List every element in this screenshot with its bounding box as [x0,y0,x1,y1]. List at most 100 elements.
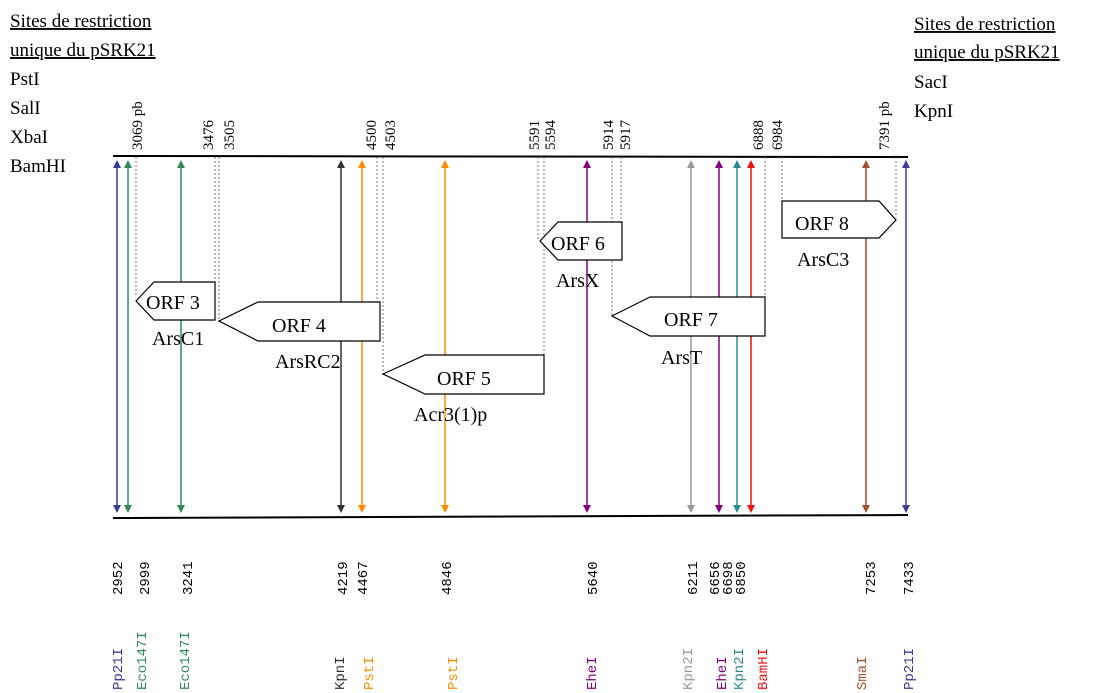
restriction-site-arrowhead-top [862,160,870,168]
restriction-site-position: 5640 [586,561,602,595]
top-position-label: 4500 [364,120,380,150]
restriction-enzyme-label: SmaI [855,656,871,690]
restriction-site-arrowhead-top [687,160,695,168]
restriction-site-arrowhead-top [337,160,345,168]
restriction-site-arrowhead-top [113,160,121,168]
restriction-enzyme-label: PstI [446,656,462,690]
restriction-site-arrowhead-top [358,160,366,168]
restriction-site-arrowhead-bottom [358,505,366,513]
restriction-site-arrowhead-top [733,160,741,168]
top-position-label: 5594 [543,120,559,151]
restriction-site-position: 6850 [734,561,750,595]
restriction-site-position: 7253 [864,561,880,595]
restriction-site-position: 4846 [440,561,456,595]
right-legend-site: SacI [914,72,948,93]
restriction-site-arrowhead-top [902,160,910,168]
restriction-enzyme-label: KpnI [333,656,349,690]
top-position-label: 4503 [383,120,399,150]
right-legend-site: KpnI [914,101,953,122]
orf-labels: ORF 3 ArsC1 ORF 4 ArsRC2 ORF 5 Acr3(1)p … [146,213,849,426]
restriction-enzyme-label: Kpn2I [681,648,697,690]
restriction-enzyme-label: EheI [585,656,601,690]
orf-4-product: ArsRC2 [275,351,341,373]
orf-3-product: ArsC1 [152,328,204,350]
restriction-site-arrowhead-top [583,160,591,168]
restriction-site-arrowhead-bottom [902,505,910,513]
top-position-label: 3069 pb [130,101,146,150]
restriction-site-arrowhead-top [441,160,449,168]
restriction-site-arrowhead-bottom [583,505,591,513]
restriction-site-arrowhead-top [177,160,185,168]
restriction-enzyme-label: Eco147I [178,631,194,690]
restriction-site-arrowhead-bottom [177,505,185,513]
orf-8-label: ORF 8 [795,213,849,235]
left-legend: Sites de restriction unique du pSRK21 Ps… [10,11,156,177]
restriction-enzyme-label: Pp21I [111,648,127,690]
restriction-site-position: 4467 [356,561,372,595]
left-legend-site: SalI [10,98,41,119]
orf-7-product: ArsT [661,347,702,369]
restriction-site-arrowhead-bottom [337,505,345,513]
restriction-site-arrowhead-bottom [113,505,121,513]
restriction-enzyme-label: Eco147I [135,631,151,690]
restriction-enzyme-label: PstI [362,656,378,690]
right-legend-title-line2: unique du pSRK21 [914,42,1060,63]
orf-6-arrow [539,221,623,261]
orf-boxes [135,200,897,395]
top-position-label: 6984 [770,120,786,151]
restriction-site-position: 6656 [708,561,724,595]
top-position-label: 3476 [201,120,217,151]
restriction-enzyme-label: BamHI [756,648,772,690]
orf-3-arrow [135,281,216,321]
restriction-enzyme-label: EheI [715,656,731,690]
restriction-site-position: 6698 [721,561,737,595]
orf-4-label: ORF 4 [272,315,326,337]
top-position-label: 3505 [222,120,238,150]
orf-8-arrow [781,200,897,239]
restriction-site-position: 2999 [138,561,154,595]
orf-6-label: ORF 6 [551,233,605,255]
right-legend: Sites de restriction unique du pSRK21 Sa… [914,14,1060,122]
restriction-site-arrowhead-bottom [441,505,449,513]
restriction-site-arrowhead-bottom [715,505,723,513]
top-position-label: 5591 [527,120,543,150]
left-legend-title-line2: unique du pSRK21 [10,40,156,61]
restriction-enzyme-label: Pp21I [902,648,918,690]
restriction-site-arrowhead-top [124,160,132,168]
top-sequence-line [112,155,909,158]
restriction-site-arrowhead-bottom [733,505,741,513]
left-legend-title-line1: Sites de restriction [10,11,152,32]
top-position-labels: 3069 pb 3476 3505 4500 4503 5591 5594 59… [130,101,893,150]
restriction-site-arrowhead-top [715,160,723,168]
top-position-label: 6888 [751,120,767,150]
orf-7-label: ORF 7 [664,309,718,331]
top-position-label: 5914 [601,120,617,151]
restriction-enzyme-label: Kpn2I [732,648,748,690]
orf-7-arrow [610,296,766,337]
restriction-site-arrowhead-bottom [687,505,695,513]
orf-5-label: ORF 5 [437,368,491,390]
left-legend-site: XbaI [10,127,48,148]
right-legend-title-line1: Sites de restriction [914,14,1056,35]
orf-8-product: ArsC3 [797,249,849,271]
top-position-label: 7391 pb [877,101,893,150]
orf-3-label: ORF 3 [146,292,200,314]
restriction-site-position: 7433 [902,561,918,595]
orf-5-arrow [381,354,545,395]
orf-4-arrow [217,301,381,342]
restriction-site-arrowhead-bottom [747,505,755,513]
left-legend-site: PstI [10,69,40,90]
restriction-site-position: 3241 [181,561,197,595]
restriction-site-position: 6211 [686,561,702,595]
restriction-site-arrowhead-bottom [862,505,870,513]
orf-guide-lines [135,157,897,375]
restriction-site-arrowhead-top [747,160,755,168]
orf-6-product: ArsX [556,270,600,292]
top-position-label: 5917 [618,120,634,151]
bottom-sequence-line [112,514,909,519]
orf-5-product: Acr3(1)p [414,404,487,426]
restriction-site-position: 4219 [336,561,352,595]
restriction-site-position: 2952 [111,561,127,595]
